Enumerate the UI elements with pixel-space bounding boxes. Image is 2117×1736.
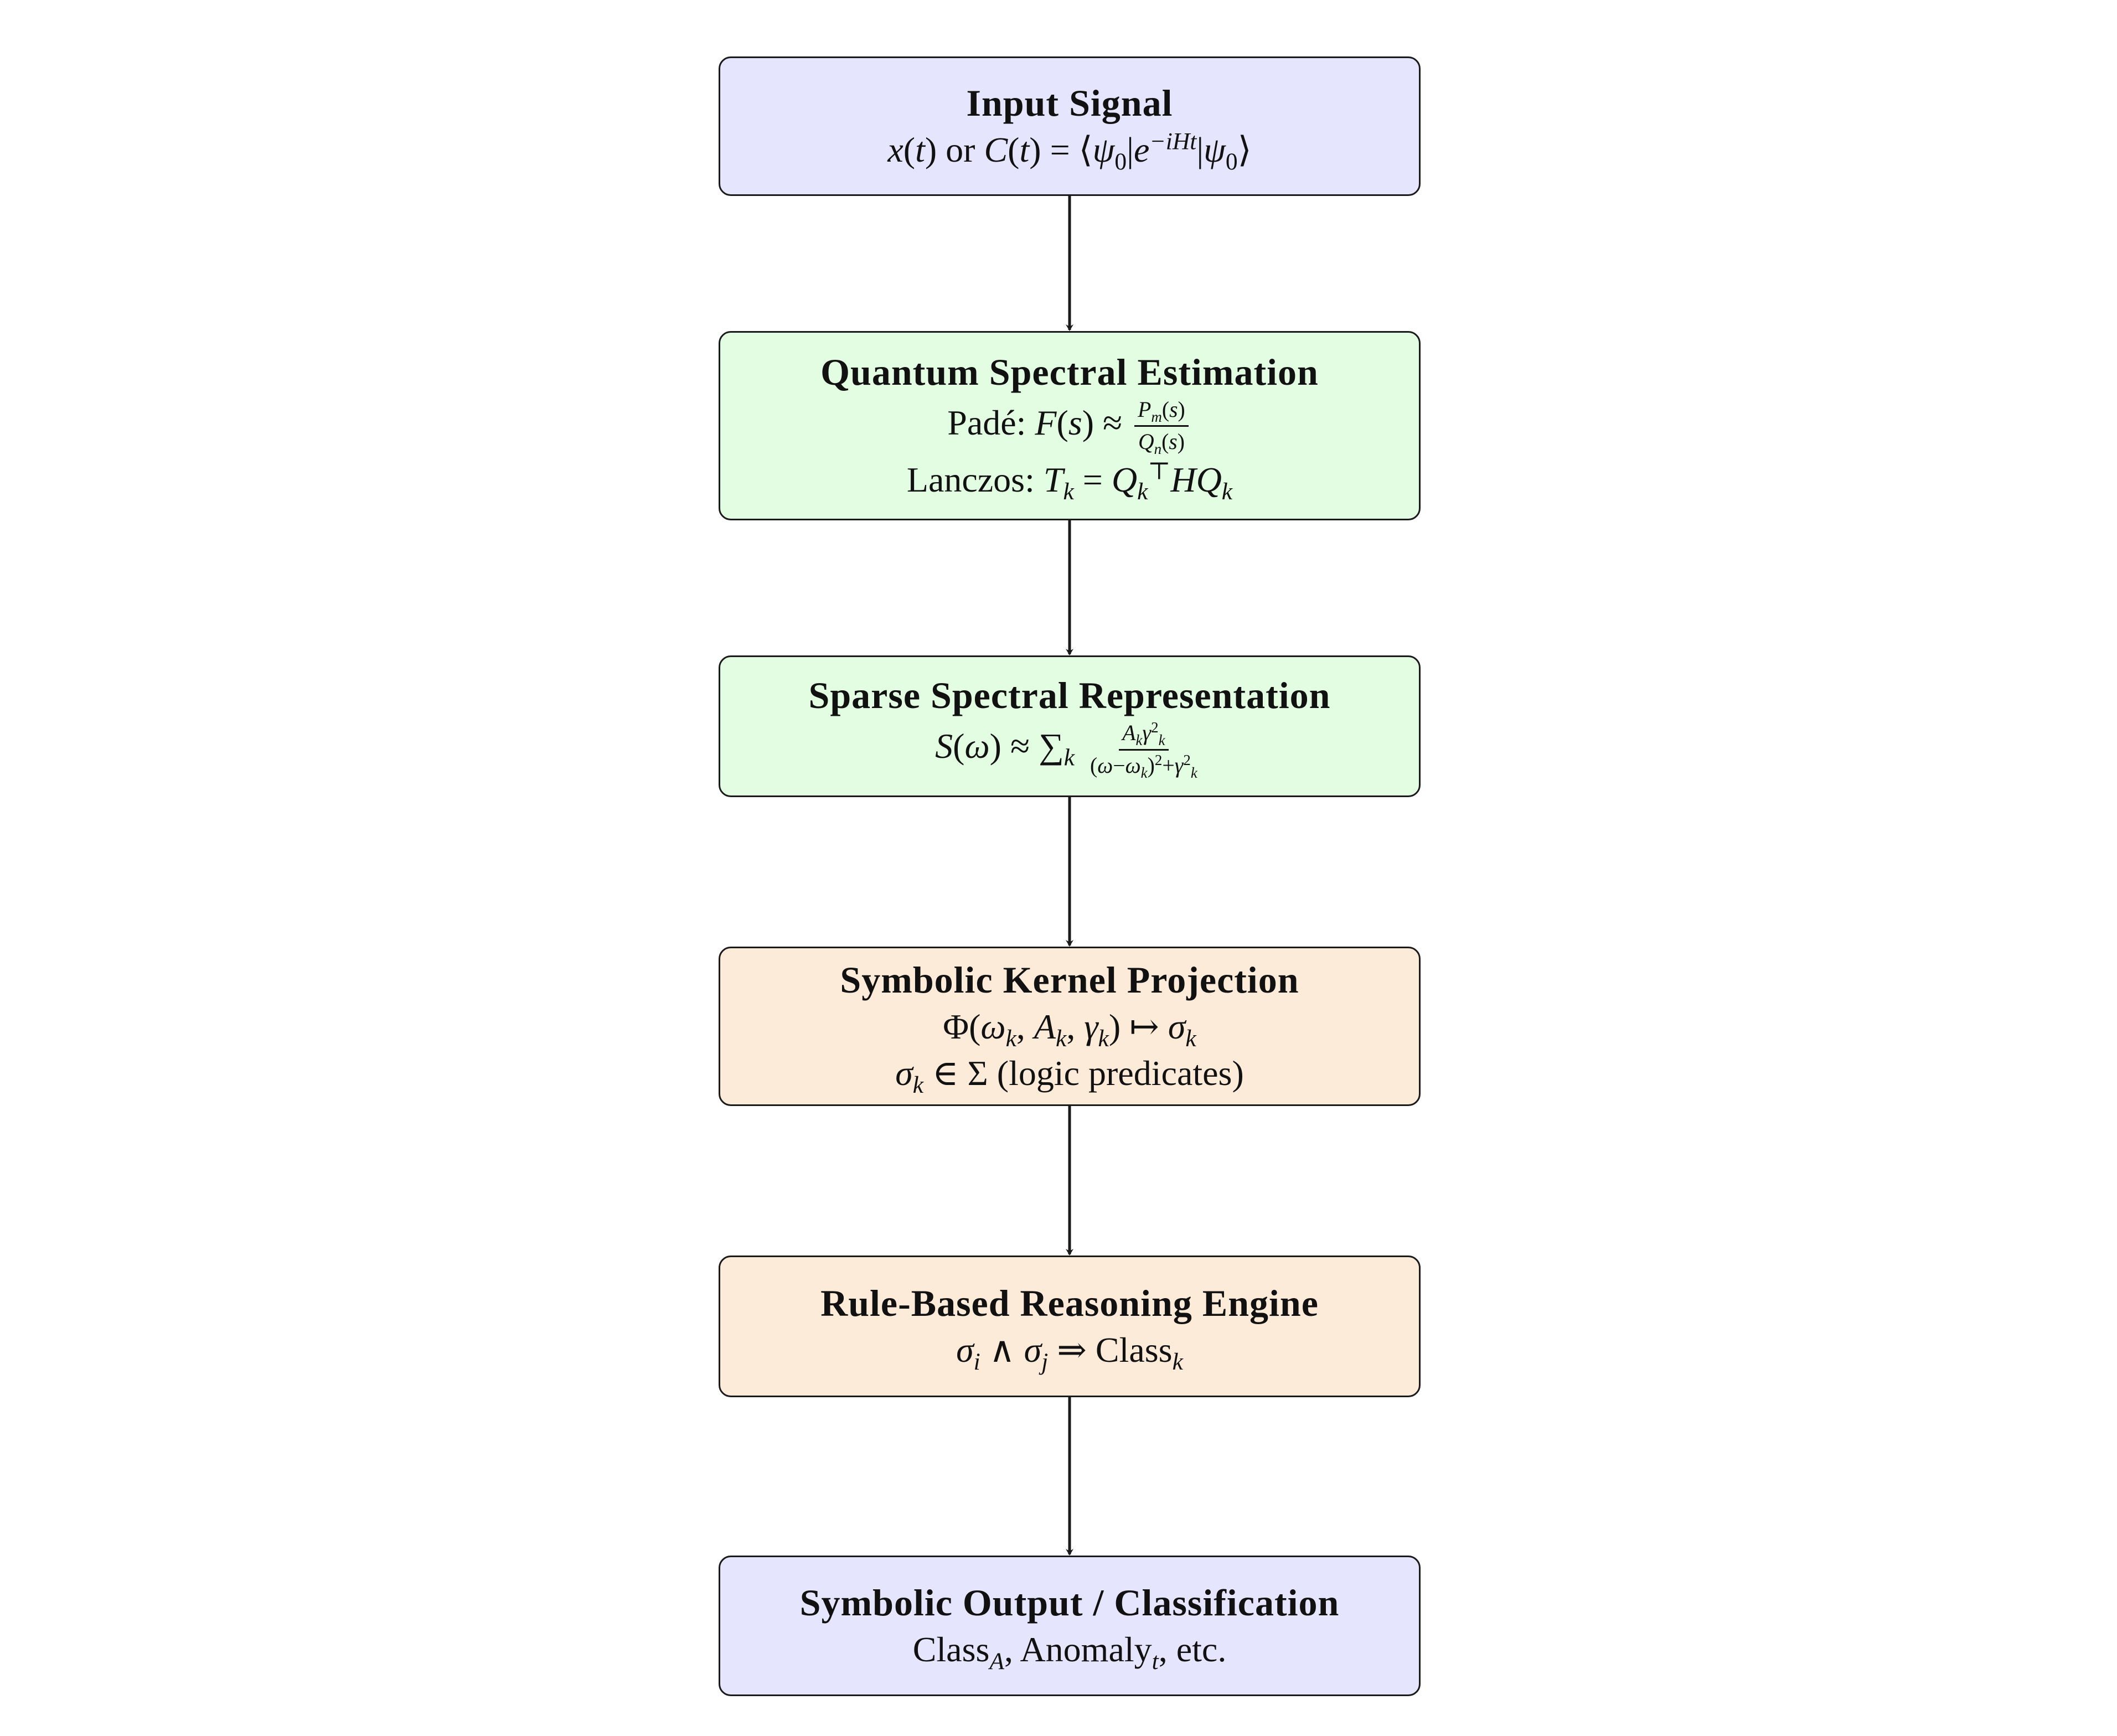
node-rule-based-reasoning-engine: Rule-Based Reasoning Engine σi ∧ σj ⇒ Cl… [719,1256,1421,1397]
node-title: Sparse Spectral Representation [808,674,1331,717]
input-formula: x(t) or C(t) = ⟨ψ0|e−iHt|ψ0⟩ [887,128,1252,175]
predicate-formula: σk ∈ Σ (logic predicates) [895,1053,1244,1098]
node-sparse-spectral-representation: Sparse Spectral Representation S(ω) ≈ ∑k… [719,655,1421,797]
lanczos-formula: Lanczos: Tk = Qk⊤HQk [906,458,1233,505]
output-formula: ClassA, Anomalyt, etc. [912,1629,1227,1675]
node-title: Quantum Spectral Estimation [820,350,1319,393]
rule-formula: σi ∧ σj ⇒ Classk [956,1330,1183,1375]
node-title: Rule-Based Reasoning Engine [820,1282,1319,1324]
node-symbolic-output: Symbolic Output / Classification ClassA,… [719,1556,1421,1696]
node-title: Symbolic Output / Classification [799,1581,1340,1624]
node-quantum-spectral-estimation: Quantum Spectral Estimation Padé: F(s) ≈… [719,331,1421,520]
node-input-signal: Input Signal x(t) or C(t) = ⟨ψ0|e−iHt|ψ0… [719,56,1421,196]
node-title: Symbolic Kernel Projection [840,959,1299,1001]
spectrum-formula: S(ω) ≈ ∑k Akγ2k(ω−ωk)2+γ2k [935,719,1197,781]
node-title: Input Signal [966,81,1173,124]
pade-formula: Padé: F(s) ≈ Pm(s)Qn(s) [947,396,1192,457]
projection-formula: Φ(ωk, Ak, γk) ↦ σk [943,1007,1196,1052]
node-symbolic-kernel-projection: Symbolic Kernel Projection Φ(ωk, Ak, γk)… [719,947,1421,1106]
